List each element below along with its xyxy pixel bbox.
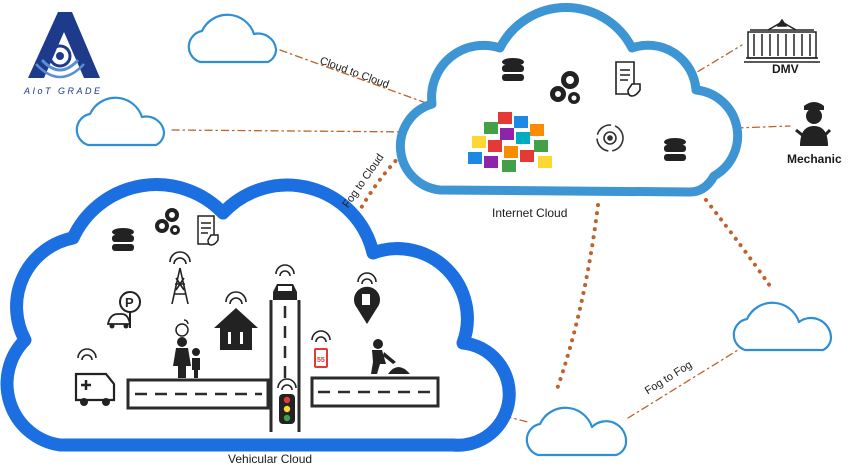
small-cloud-left [75, 96, 166, 147]
roads [126, 300, 440, 432]
fog-to-fog-link [627, 349, 739, 419]
fog-cloud-bottom [525, 406, 628, 457]
database-icon [502, 58, 524, 81]
internet-cloud-label: Internet Cloud [492, 206, 568, 220]
ambulance-icon [74, 348, 116, 406]
cloud-to-cloud-link [279, 49, 441, 109]
fuel-pin-icon [354, 272, 380, 324]
document-icon [615, 61, 641, 97]
road-worker-icon [371, 339, 410, 374]
database-icon [112, 228, 134, 251]
app-cubes-icon [468, 112, 552, 172]
fog-cloud-right [732, 301, 833, 352]
vehicular-cloud-label: Vehicular Cloud [228, 452, 313, 466]
gears-icon [155, 208, 180, 235]
svg-text:P: P [125, 295, 134, 310]
gears-icon [550, 71, 580, 104]
mechanic-icon [795, 102, 832, 146]
logo-text: AIoT GRADE [24, 86, 103, 96]
small-cloud-top [187, 13, 278, 64]
svg-text:55: 55 [317, 357, 325, 364]
mechanic-link [735, 125, 791, 129]
cell-tower-icon [169, 251, 191, 305]
traffic-light-icon [277, 378, 297, 424]
parking-icon: P [106, 291, 141, 329]
car-icon [273, 264, 297, 300]
logo-mark [28, 12, 100, 79]
mechanic-label: Mechanic [787, 152, 842, 166]
dmv-label: DMV [772, 62, 799, 76]
connectors [171, 44, 791, 423]
fog-internet-link-left [554, 203, 600, 394]
speed-sign-icon: 55 [311, 330, 331, 368]
building-icon [744, 18, 820, 63]
cloud-to-cloud-link-2 [171, 129, 419, 133]
house-icon [214, 291, 258, 350]
document-icon [197, 215, 219, 246]
database-icon [664, 138, 686, 161]
fog-internet-link-right [704, 198, 772, 288]
sync-gear-icon [596, 124, 624, 152]
family-icon [173, 319, 200, 378]
